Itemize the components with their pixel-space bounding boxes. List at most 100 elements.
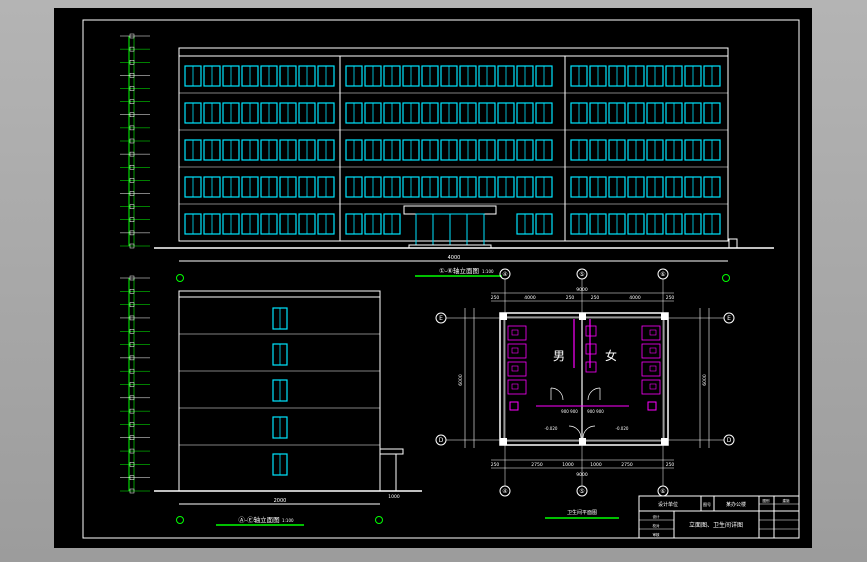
plan-dim-bottom-label: 2750 (621, 462, 633, 468)
front-parapet (178, 47, 729, 57)
wc-male (511, 347, 519, 354)
plan-dim-bottom-total: 9000 (576, 472, 588, 478)
plan-dim-bottom-label: 250 (666, 462, 675, 468)
stall-female (641, 343, 661, 359)
title-cell-drawing-no: 图号 (703, 501, 711, 507)
title-cell-check: 校对 (653, 523, 661, 528)
ladder-marker (129, 217, 135, 222)
toilet-plan-title: 卫生间平面图 (567, 509, 597, 516)
plan-axis-lines (446, 279, 724, 486)
plan-dim-top-label: 250 (666, 295, 675, 301)
wc-female (649, 383, 657, 390)
ladder-marker (129, 368, 135, 374)
title-block-frame (638, 495, 800, 539)
plan-dim-top-label: 4000 (524, 295, 536, 301)
ladder-marker (129, 435, 135, 440)
title-cell-org: 设计单位 (658, 501, 678, 508)
plan-dim-top-total: 9000 (576, 287, 588, 293)
plan-inner-wall (503, 316, 665, 442)
level-ladder-front (120, 33, 150, 249)
plan-inner-dim-4: 900 (596, 409, 604, 414)
cad-drawing: 4000 ①-⑥轴立面图 1:100 2000 (82, 19, 800, 539)
title-cell-category: 图别 (763, 498, 771, 503)
ladder-marker (129, 395, 135, 401)
side-canopy (379, 448, 404, 455)
front-total-dim: 4000 (448, 255, 461, 261)
ladder-marker (129, 99, 135, 104)
front-elevation: 4000 ①-⑥轴立面图 1:100 (154, 47, 774, 282)
side-facade (178, 296, 381, 492)
stall-female (641, 325, 661, 341)
ladder-marker (129, 112, 135, 117)
plan-dim-top-label: 4000 (629, 295, 641, 301)
ladder-marker (129, 302, 135, 307)
ladder-marker (129, 329, 135, 334)
ladder-marker (129, 165, 135, 170)
axis-label-6-top: ⑥ (660, 271, 665, 278)
wc-male (511, 365, 519, 372)
drawing-frame (82, 19, 800, 539)
side-canopy-dim: 1000 (388, 494, 400, 500)
ladder-marker (129, 151, 135, 157)
axis-label-4-bottom: ④ (502, 488, 507, 495)
plan-dim-right-label: 6000 (702, 374, 708, 386)
mop-sink-left (509, 401, 519, 411)
ladder-marker (129, 138, 135, 144)
front-scale-note: 1:100 (482, 269, 494, 274)
ladder-marker (129, 46, 135, 52)
stall-female-2 (585, 325, 597, 337)
label-female: 女 (605, 348, 617, 363)
wc-male (511, 329, 519, 336)
ladder-marker (129, 289, 135, 294)
axis-label-d-right: D (727, 437, 732, 444)
front-windows (184, 65, 721, 235)
side-floor-lines (179, 333, 380, 446)
ladder-marker (129, 448, 135, 454)
plan-dim-bottom-label: 250 (491, 462, 500, 468)
ladder-marker (129, 33, 135, 39)
side-elevation-title: Ⓐ-Ⓔ轴立面图 (238, 515, 279, 524)
plan-dim-bottom-label: 2750 (531, 462, 543, 468)
plan-level-left: -0.020 (545, 426, 558, 431)
plan-dim-bottom-label: 1000 (590, 462, 602, 468)
side-total-dim: 2000 (274, 498, 287, 504)
toilet-plan: ④ ⑤ ⑥ ④ ⑤ ⑥ E D E D (435, 268, 735, 519)
axis-label-e-left: E (439, 315, 443, 322)
title-cell-project: 某办公楼 (726, 501, 746, 508)
ladder-marker (129, 275, 135, 281)
ladder-marker (129, 488, 135, 494)
stall-female-2 (585, 343, 597, 355)
wc-male (511, 383, 519, 390)
ladder-marker (129, 230, 135, 236)
stall-female (641, 361, 661, 377)
level-ladder-side (120, 275, 150, 494)
axis-bubble-front-right (722, 274, 730, 282)
ladder-marker (129, 125, 135, 131)
axis-bubble-side-right (375, 516, 383, 524)
label-male: 男 (553, 349, 565, 363)
ladder-marker (129, 462, 135, 467)
title-cell-design: 设计 (653, 514, 661, 519)
ladder-marker (129, 382, 135, 387)
ladder-marker (129, 191, 135, 196)
title-block: 设计单位 图号 某办公楼 设计 校对 审核 图别 建施 立面图、卫生间详图 (638, 495, 800, 539)
plan-dim-bottom-label: 1000 (562, 462, 574, 468)
front-floor-lines (179, 92, 728, 205)
plan-inner-dim-1: 900 (561, 409, 569, 414)
side-elevation: 2000 1000 Ⓐ-Ⓔ轴立面图 1:100 (154, 290, 422, 526)
plan-stalls (507, 325, 661, 395)
stall-female (641, 379, 661, 395)
plan-dim-top-label: 250 (566, 295, 575, 301)
ladder-marker (129, 60, 135, 65)
plan-level-right: -0.020 (616, 426, 629, 431)
plan-dim-top-label: 250 (491, 295, 500, 301)
axis-bubble-side-left (176, 516, 184, 524)
wc-female (649, 329, 657, 336)
ladder-marker (129, 422, 135, 427)
stall-male (507, 379, 527, 395)
ladder-marker (129, 86, 135, 91)
plan-dim-left-label: 6000 (458, 374, 464, 386)
ladder-marker (129, 73, 135, 78)
